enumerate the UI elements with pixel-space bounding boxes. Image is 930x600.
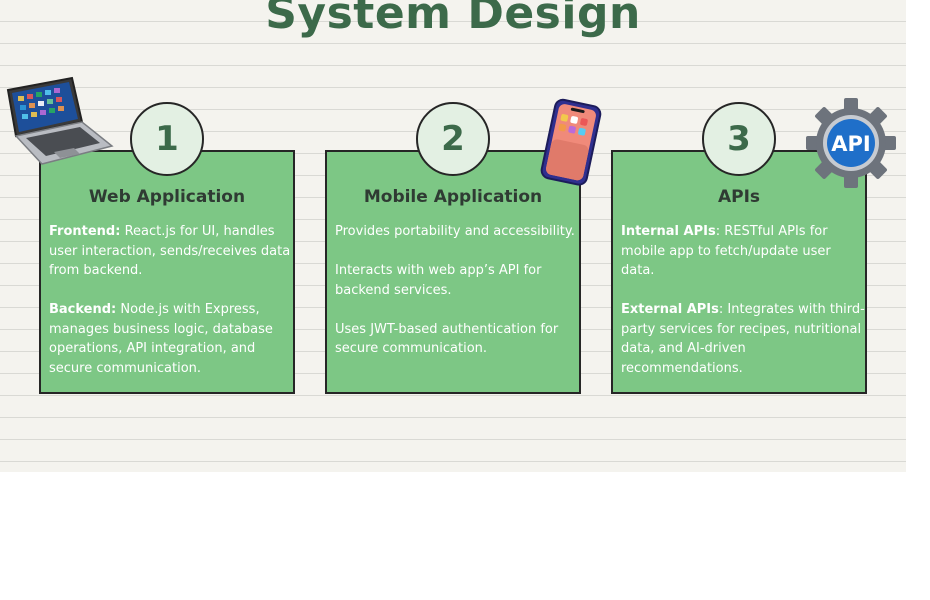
card-web-application: Web Application Frontend: React.js for U… <box>39 150 295 394</box>
step-number-badge: 1 <box>130 102 204 176</box>
external-apis-text: : Integrates with third-party services f… <box>621 302 865 376</box>
internal-apis-text: : RESTful APIs for mobile app to fetch/u… <box>621 224 831 278</box>
card-mobile-application: Mobile Application Provides portability … <box>325 150 581 394</box>
card-title: APIs <box>717 187 761 207</box>
backend-label: Backend: <box>49 302 117 317</box>
card-body: Frontend: React.js for UI, handles user … <box>49 222 293 378</box>
backend-text: Node.js with Express, manages business l… <box>49 302 273 376</box>
internal-apis-paragraph: Internal APIs: RESTful APIs for mobile a… <box>621 222 865 281</box>
frontend-paragraph: Frontend: React.js for UI, handles user … <box>49 222 293 281</box>
internal-apis-label: Internal APIs <box>621 224 716 239</box>
frontend-label: Frontend: <box>49 224 121 239</box>
backend-paragraph: Backend: Node.js with Express, manages b… <box>49 300 293 378</box>
laptop-icon <box>6 76 114 165</box>
card-body: Internal APIs: RESTful APIs for mobile a… <box>621 222 865 378</box>
step-number-badge: 2 <box>416 102 490 176</box>
step-number-badge: 3 <box>702 102 776 176</box>
card-body: Provides portability and accessibility. … <box>335 222 579 359</box>
card-title: Web Application <box>88 187 246 207</box>
api-icon-text: API <box>831 132 870 156</box>
card-apis: APIs Internal APIs: RESTful APIs for mob… <box>611 150 867 394</box>
mobile-paragraph: Interacts with web app’s API for backend… <box>335 263 542 298</box>
external-apis-label: External APIs <box>621 302 719 317</box>
smartphone-icon <box>540 98 602 186</box>
external-apis-paragraph: External APIs: Integrates with third-par… <box>621 300 865 378</box>
frontend-text: React.js for UI, handles user interactio… <box>49 224 291 278</box>
page-title: System Design <box>265 0 641 39</box>
card-title: Mobile Application <box>363 187 543 207</box>
mobile-paragraph: Provides portability and accessibility. <box>335 224 575 239</box>
api-gear-icon: API <box>806 98 896 188</box>
mobile-paragraph: Uses JWT-based authentication for secure… <box>335 321 559 357</box>
slide: System Design Web Application Frontend: … <box>0 0 906 472</box>
